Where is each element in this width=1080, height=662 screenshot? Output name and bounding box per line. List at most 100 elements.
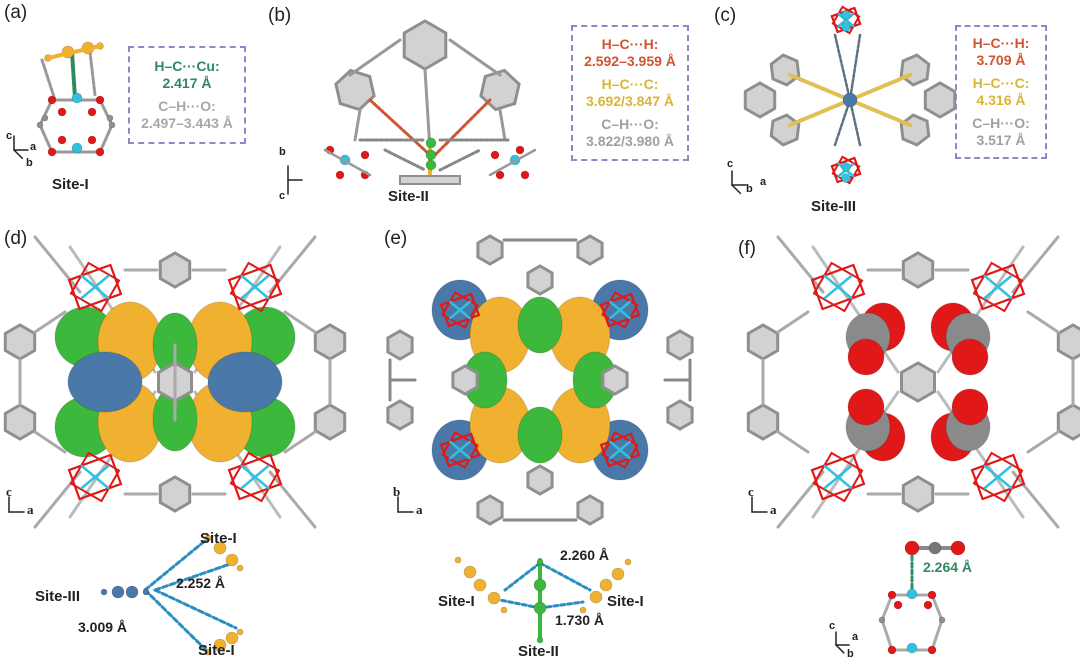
panel-c-axis-diag xyxy=(731,184,742,195)
h-c-c-contact xyxy=(788,98,852,127)
benzene-ring xyxy=(666,329,694,361)
interaction-value: 2.417 Å xyxy=(162,75,212,91)
carbon-atom xyxy=(108,121,116,129)
benzene-ring xyxy=(1056,403,1080,441)
carboxylate-ring xyxy=(972,261,1024,313)
benzene-ring xyxy=(743,81,777,119)
co2-oxygen xyxy=(951,388,989,426)
benzene-ring xyxy=(900,361,936,403)
benzene-ring xyxy=(158,251,192,289)
benzene-ring xyxy=(3,323,37,361)
acetylene-atom xyxy=(463,565,477,579)
linker-bond xyxy=(1026,310,1060,334)
co2-oxygen xyxy=(847,388,885,426)
carboxylate-ring xyxy=(831,5,861,35)
panel-label-a: (a) xyxy=(4,2,28,23)
copper-atom xyxy=(841,162,851,172)
axis-label-a: a xyxy=(852,631,859,643)
oxygen-atom xyxy=(923,600,933,610)
benzene-ring xyxy=(901,475,935,513)
linker-bond xyxy=(283,430,317,454)
panel-label-b: (b) xyxy=(268,5,292,26)
ethylene-atom xyxy=(536,636,544,644)
carboxylate-ring xyxy=(831,155,861,185)
copper-atom xyxy=(906,642,918,654)
axis-label-c: c xyxy=(6,130,13,142)
oxygen-atom xyxy=(87,135,97,145)
benzene-ring xyxy=(899,113,931,147)
linker-bond xyxy=(1011,470,1060,529)
acetylene-bond xyxy=(46,44,102,60)
cu-bond xyxy=(609,300,631,320)
benzene-ring xyxy=(746,403,780,441)
panel-label-d: (d) xyxy=(4,228,28,249)
oxygen-atom xyxy=(360,150,370,160)
benzene-ring xyxy=(666,399,694,431)
ethylene-molecule xyxy=(517,406,563,464)
benzene-ring xyxy=(313,323,347,361)
carboxylate-ring xyxy=(601,431,639,469)
oxygen-atom xyxy=(57,135,67,145)
site-iii-atom xyxy=(125,585,139,599)
linker-bond xyxy=(776,430,810,454)
ch-o-contact xyxy=(438,148,482,172)
ethylene-atom xyxy=(533,601,547,615)
panel-f-sub-axis-diag xyxy=(835,644,845,654)
cu-bond xyxy=(609,440,631,460)
acetylene-atom xyxy=(611,567,625,581)
oxygen-atom xyxy=(515,145,525,155)
ethylene-molecule xyxy=(517,296,563,354)
benzene-ring xyxy=(3,403,37,441)
interaction-name: H–C···H: xyxy=(601,36,659,52)
axis-label-b: b xyxy=(279,146,286,158)
axis-label-c: c xyxy=(6,484,12,499)
co2-oxygen xyxy=(951,338,989,376)
oxygen-atom xyxy=(95,147,105,157)
cage-bond xyxy=(880,593,944,652)
linker-bond xyxy=(353,108,362,142)
oxygen-atom xyxy=(887,590,897,600)
site-label-c: Site-III xyxy=(811,198,857,215)
ethylene-atom xyxy=(425,159,437,171)
axis-label-a: a xyxy=(30,141,37,153)
h-c-cu-contact xyxy=(70,50,77,100)
linker-bond xyxy=(348,38,402,77)
acetylene-atom xyxy=(213,541,227,555)
h-h-contact xyxy=(433,98,492,157)
axis-label-a: a xyxy=(770,502,777,517)
oxygen-atom xyxy=(490,150,500,160)
benzene-ring xyxy=(526,464,554,496)
interaction-value: 3.692/3.847 Å xyxy=(586,93,674,109)
linker-bond xyxy=(33,430,67,454)
acetylene-atom xyxy=(589,590,603,604)
site-i-label: Site-I xyxy=(198,642,235,659)
benzene-ring xyxy=(746,323,780,361)
distance-label: 1.730 Å xyxy=(555,612,605,628)
ethylene-atom xyxy=(536,558,544,566)
acetylene-atom xyxy=(487,591,501,605)
ch-o-contact xyxy=(833,33,852,102)
site-iii-atom xyxy=(111,585,125,599)
benzene-ring xyxy=(334,68,376,112)
interaction-value: 2.592–3.959 Å xyxy=(584,53,676,69)
cu-bond xyxy=(240,464,270,490)
axis-label-c: c xyxy=(279,190,286,202)
acetylene-atom xyxy=(454,556,462,564)
copper-atom xyxy=(841,22,851,32)
site-iii-atom xyxy=(842,92,858,108)
site-label-b: Site-II xyxy=(388,188,429,205)
linker-bond xyxy=(33,310,67,334)
linker-bond xyxy=(33,235,82,294)
interaction-name: C–H···O: xyxy=(972,115,1030,131)
interaction-value: 3.709 Å xyxy=(976,52,1026,68)
carboxylate-ring xyxy=(229,261,281,313)
copper-atom xyxy=(841,173,851,183)
benzene-ring xyxy=(576,234,604,266)
linker-bond xyxy=(776,310,810,334)
contact-line xyxy=(538,561,592,592)
copper-atom xyxy=(71,142,83,154)
interaction-entry: C–H···O:2.497–3.443 Å xyxy=(141,98,233,132)
benzene-ring xyxy=(901,251,935,289)
